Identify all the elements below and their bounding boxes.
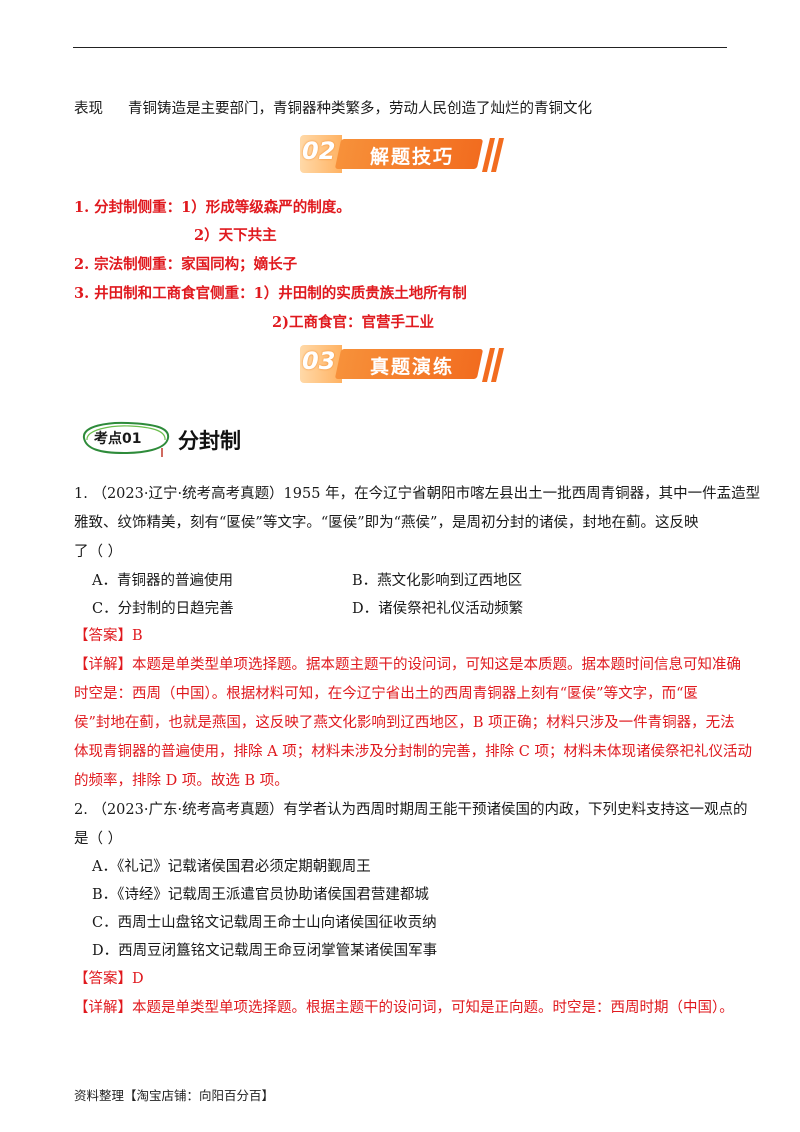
kaodian-badge-label: 考点01 xyxy=(94,431,142,447)
table-row-text: 青铜铸造是主要部门，青铜器种类繁多，劳动人民创造了灿烂的青铜文化 xyxy=(128,101,592,117)
q2-option-d: D．西周豆闭簋铭文记载周王命豆闭掌管某诸侯国军事 xyxy=(92,943,438,959)
kaodian-title: 分封制 xyxy=(178,429,241,453)
q1-analysis-2: 时空是：西周（中国）。根据材料可知，在今辽宁省出土的西周青铜器上刻有“匽侯”等文… xyxy=(74,686,698,702)
q1-line-3: 了（ ） xyxy=(74,544,123,560)
q1-option-b: B．燕文化影响到辽西地区 xyxy=(352,573,523,589)
tip-3-sub: 2)工商食官：官营手工业 xyxy=(272,314,434,331)
q1-option-c: C．分封制的日趋完善 xyxy=(92,601,234,617)
table-row: 表现 青铜铸造是主要部门，青铜器种类繁多，劳动人民创造了灿烂的青铜文化 xyxy=(74,99,592,119)
kaodian-badge-icon xyxy=(83,421,170,457)
slash-stripes-icon xyxy=(482,348,504,382)
page-footer: 资料整理【淘宝店铺：向阳百分百】 xyxy=(74,1088,275,1103)
tip-1-sub: 2）天下共主 xyxy=(194,227,277,244)
banner-number: 03 xyxy=(302,347,336,375)
q1-line-2: 雅致、纹饰精美，刻有“匽侯”等文字。“匽侯”即为“燕侯”，是周初分封的诸侯，封地… xyxy=(74,515,699,531)
section-banner-tips: 02 解题技巧 xyxy=(300,135,505,173)
slash-stripes-icon xyxy=(482,138,504,172)
banner-number: 02 xyxy=(302,137,336,165)
header-rule xyxy=(73,47,727,48)
tip-1: 1. 分封制侧重：1）形成等级森严的制度。 xyxy=(74,199,351,216)
q2-analysis-1: 【详解】本题是单类型单项选择题。根据主题干的设问词，可知是正向题。时空是：西周时… xyxy=(74,1000,734,1016)
banner-title: 真题演练 xyxy=(369,356,454,378)
tip-2: 2. 宗法制侧重：家国同构；嫡长子 xyxy=(74,256,298,273)
q2-option-b: B．《诗经》记载周王派遣官员协助诸侯国君营建都城 xyxy=(92,887,429,903)
q1-analysis-4: 体现青铜器的普遍使用，排除 A 项；材料未涉及分封制的完善，排除 C 项；材料未… xyxy=(74,744,752,760)
q1-option-d: D．诸侯祭祀礼仪活动频繁 xyxy=(352,601,524,617)
q2-line-1: 2. （2023·广东·统考高考真题）有学者认为西周时期周王能干预诸侯国的内政，… xyxy=(74,802,748,818)
tip-3: 3. 井田制和工商食官侧重：1）井田制的实质贵族土地所有制 xyxy=(74,285,467,302)
section-banner-practice: 03 真题演练 xyxy=(300,345,505,383)
table-row-label: 表现 xyxy=(74,101,103,117)
q1-analysis-5: 的频率，排除 D 项。故选 B 项。 xyxy=(74,773,289,789)
q2-answer: 【答案】D xyxy=(74,971,144,987)
q1-analysis-3: 侯”封地在蓟，也就是燕国，这反映了燕文化影响到辽西地区，B 项正确；材料只涉及一… xyxy=(74,715,735,731)
q2-option-a: A．《礼记》记载诸侯国君必须定期朝觐周王 xyxy=(92,859,371,875)
q1-analysis-1: 【详解】本题是单类型单项选择题。据本题主题干的设问词，可知这是本质题。据本题时间… xyxy=(74,657,741,673)
q1-answer: 【答案】B xyxy=(74,628,143,644)
q2-line-2: 是（ ） xyxy=(74,831,123,847)
q1-option-a: A．青铜器的普遍使用 xyxy=(92,573,233,589)
banner-title: 解题技巧 xyxy=(369,146,454,168)
q2-option-c: C．西周士山盘铭文记载周王命士山向诸侯国征收贡纳 xyxy=(92,915,437,931)
q1-line-1: 1. （2023·辽宁·统考高考真题）1955 年，在今辽宁省朝阳市喀左县出土一… xyxy=(74,486,761,502)
